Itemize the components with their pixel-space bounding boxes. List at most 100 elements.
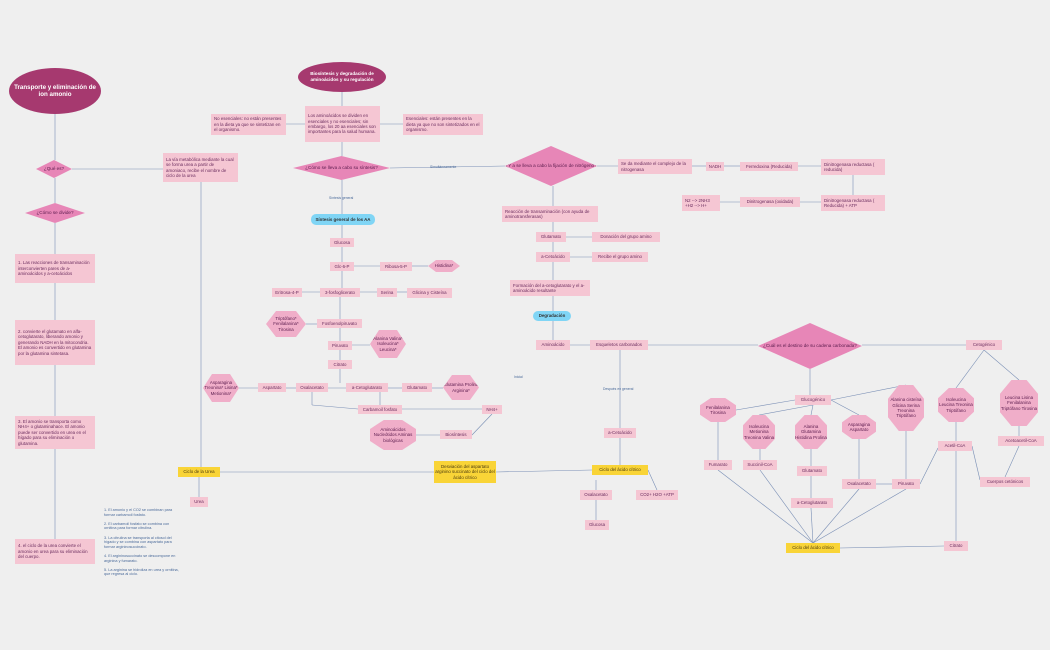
donacion-node: Donación del grupo amino [592,232,660,242]
connector [735,399,796,411]
carbamoil-node: Carbamoil fosfato [358,405,402,414]
oxalacetato-3-node: Oxalacetato [842,479,876,489]
isoleucina-leucina-node: Isoleucina Leucina Treonina Triptófano [938,388,974,422]
biosintesis-title: Biosíntesis y degradación de aminoácidos… [298,62,386,92]
acetil-coa-node: Acetil-CoA [938,441,972,451]
glc6p-node: Glc-6-P [330,262,354,271]
connector [389,165,506,169]
connector [919,447,939,485]
nh4-node: NH4+ [482,405,502,414]
acetoglutarato-3-node: a-Cetoglutarato [791,498,833,508]
connector [810,404,814,416]
connector [810,507,814,544]
connector [971,445,981,481]
connector [830,384,907,401]
fenilalanina-node: Fenilalanina Tirosina [700,398,736,422]
aminoacidos-nucleotidos-node: Aminoácidos Nucleótidos Aminas biológica… [370,420,416,450]
lbl-inicial: Inicial [514,374,523,379]
piruvato-2-node: Piruvato [892,479,920,489]
urea-node: Urea [190,497,208,507]
esenciales-box: Esenciales: están presentes en la dieta … [403,114,483,135]
glicina-node: Glicina y Cisteína [407,288,452,298]
asparagina-aspartato-node: Asparagina Aspartato [842,415,876,439]
glucogenico-node: Glucogénico [795,395,831,405]
leucina-lisina-node: Leucina Lisina Fenilalanina Triptófano T… [1000,380,1038,426]
connector [830,399,860,416]
que-es-diamond: ¿Qué es? [36,160,72,178]
nadh-node: NADH [706,162,724,171]
connector [471,413,493,436]
connector [311,404,359,410]
biosintesis-node: Biosíntesis [440,430,472,439]
connector [983,349,1020,381]
oxalacetato-2-node: Oxalacetato [580,490,612,500]
aminoacido-node: Aminoácido [536,340,570,350]
glutamato-3-node: Glutamato [797,466,827,476]
fumarato-node: Fumarato [704,460,732,470]
no-esenciales-box: No esenciales: no están presentes en la … [211,114,286,135]
fosfoenolpiruvato-node: Fosfoenolpiruvato [317,319,362,328]
connector [812,488,907,544]
isoleucina-metionina-node: Isoleucina Metionina Treonina Valina [743,415,775,449]
desviacion-node: Desviación del aspartato arginino succin… [434,461,496,483]
citrato-2-node: Citrato [944,541,968,551]
serina-node: Serina [377,288,397,297]
paso1-box: 1. Las reacciones de transaminación inte… [15,254,95,283]
ciclo-citrico-node: Ciclo del ácido cítrico [592,465,648,475]
glutamato-2-node: Glutamato [536,232,566,242]
paso4-box: 4. el ciclo de la urea convierte el amon… [15,539,95,564]
connector [955,349,985,389]
sintesis-general-node: Síntesis general de los AA [311,214,375,225]
dinitrogenasa-oxidada-node: Dinitrogenasa (oxidada) [740,197,800,207]
dinitrogenasa-atp-node: Dinitrogenasa reductasa ( Reducida) + AT… [821,195,885,211]
ciclo-citrico-2-node: Ciclo del ácido cítrico [786,543,840,553]
connector [495,469,593,473]
connector [717,469,814,544]
reaccion-node: Reacción de transaminación (con ayuda de… [502,206,598,222]
nitrogenasa-node: Se da mediante el complejo de la nitroge… [618,159,692,174]
dinitrogenasa-reductasa-node: Dinitrogenasa reductasa ( reducida) [821,159,885,175]
transporte-title: Transporte y eliminación de ion amonio [9,68,101,114]
degradacion-node: Degradación [533,311,571,321]
piruvato-node: Piruvato [328,341,352,350]
paso3-box: 3. El amonio se transporta como NH4+ o g… [15,416,95,449]
esqueletos-node: Esqueletos carbonados [590,340,648,350]
acetoacetil-coa-node: Acetoacetil-CoA [998,436,1044,446]
paso2-box: 2. convierte el glutamato en alfa-cetogl… [15,320,95,365]
connector [1004,445,1020,478]
aspartato-node: Aspartato [258,383,286,392]
histidina-node: Histidina* [428,260,460,272]
urea-cycle-notes: 1. El amonio y el CO2 se combinan para f… [104,508,179,577]
connector [647,469,658,491]
connector [759,469,814,544]
co2-node: CO2+ H2O +ATP [636,490,678,500]
lbl-despues: Después en general [603,386,634,391]
fosfoglicerato-node: 3-fosfoglicerato [320,288,360,297]
eritrosa-node: Eritrosa-4-P [272,288,302,297]
lbl-sintesis-general: Síntesis general [329,195,354,200]
connector [758,404,814,416]
connector [839,545,945,549]
ciclo-urea-node: Ciclo de la Urea [178,467,220,477]
alanina-glutamina-node: Alanina Glutamina Histidina Prolina [795,415,827,449]
ribosa-node: Ribosa-5-P [380,262,412,271]
ferredoxina-reducida-node: Ferredoxina (Reducida) [740,162,798,171]
glutamato-node: Glutamato [402,383,432,392]
acetoglutarato-node: a-Cetoglutarato [346,383,388,392]
lbl-simultaneamente: Simultáneamente [430,164,457,169]
oxalacetato-node: Oxalacetato [296,383,328,392]
acetoacido-2-node: a-Cetoácido [604,428,636,438]
alanina-cisteina-node: Alanina cisteína Glicina Serina Treonina… [888,385,924,431]
connector [812,488,860,544]
cuerpos-cetonicos-node: Cuerpos cetónicos [980,477,1030,487]
citrato-node: Citrato [328,360,352,369]
cetogenico-node: Cetogénico [966,340,1002,350]
recibe-node: Recibe el grupo amino [592,252,648,262]
formacion-node: Formación del a-cetoglutarato y el a-ami… [510,280,590,296]
succinil-node: Succinil-CoA [743,460,777,470]
glucosa-node: Glucosa [330,238,354,247]
aminoacidos-box: Los aminoácidos se dividen en esenciales… [305,106,380,142]
n2-reaction-node: N2 --> 2NH3 +H2 --> H+ [682,195,720,211]
via-box: La vía metabólica mediante la cual se fo… [163,153,238,182]
